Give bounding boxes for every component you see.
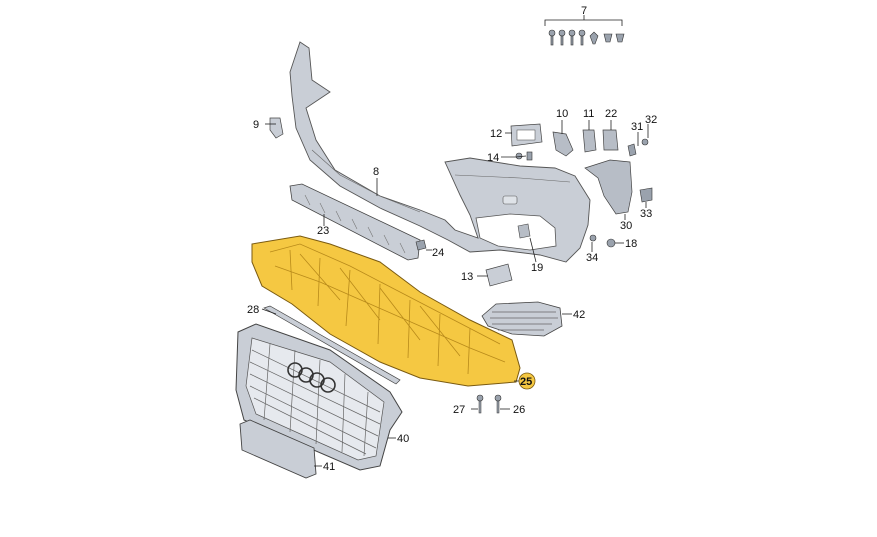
label-7: 7: [581, 5, 587, 17]
cover-12: [510, 123, 543, 147]
label-33: 33: [640, 208, 652, 220]
lower-grille-23: [289, 183, 421, 261]
clip-33: [639, 187, 653, 203]
clip-left: [269, 117, 284, 139]
label-18: 18: [625, 238, 637, 250]
clip-32: [641, 138, 649, 146]
label-32: 32: [645, 114, 657, 126]
label-25-highlight: [518, 372, 536, 390]
leader-lines: [261, 120, 649, 467]
side-grille-42: [481, 301, 563, 337]
screw-26: [494, 394, 502, 414]
deflector-25: [251, 235, 521, 387]
label-11: 11: [583, 108, 594, 120]
screw-34: [589, 234, 597, 242]
label-40: 40: [397, 433, 409, 445]
screw-31: [627, 143, 637, 157]
screw-27: [476, 394, 484, 414]
label-26: 26: [513, 404, 525, 416]
label-41: 41: [323, 461, 335, 473]
bracket-10: [552, 131, 574, 157]
nut-18: [606, 238, 616, 248]
label-42: 42: [573, 309, 585, 321]
label-22: 22: [605, 108, 617, 120]
label-30: 30: [620, 220, 632, 232]
label-28: 28: [247, 304, 259, 316]
label-27: 27: [453, 404, 465, 416]
bumper-cover: [289, 41, 591, 263]
label-34: 34: [586, 252, 598, 264]
cap-13: [485, 263, 513, 287]
label-19: 19: [531, 262, 543, 274]
label-9: 9: [253, 119, 259, 131]
bracket-11: [582, 129, 597, 153]
part-labels: 7 8 9 10 11 22 12 14 31 32 33 30 18 34 2…: [247, 5, 657, 473]
label-23: 23: [317, 225, 329, 237]
side-bracket-30: [584, 159, 633, 215]
label-25: 25: [520, 376, 532, 388]
label-31: 31: [631, 121, 643, 133]
label-12: 12: [490, 128, 502, 140]
label-24: 24: [432, 247, 444, 259]
sensor-19: [517, 223, 531, 239]
plate-41: [239, 419, 317, 479]
label-14: 14: [487, 152, 499, 164]
label-8: 8: [373, 166, 379, 178]
label-10: 10: [556, 108, 568, 120]
label-13: 13: [461, 271, 473, 283]
clip-24: [415, 239, 427, 251]
trim-28: [263, 305, 401, 385]
fixing-set: [544, 15, 625, 46]
bracket-22: [602, 129, 619, 151]
